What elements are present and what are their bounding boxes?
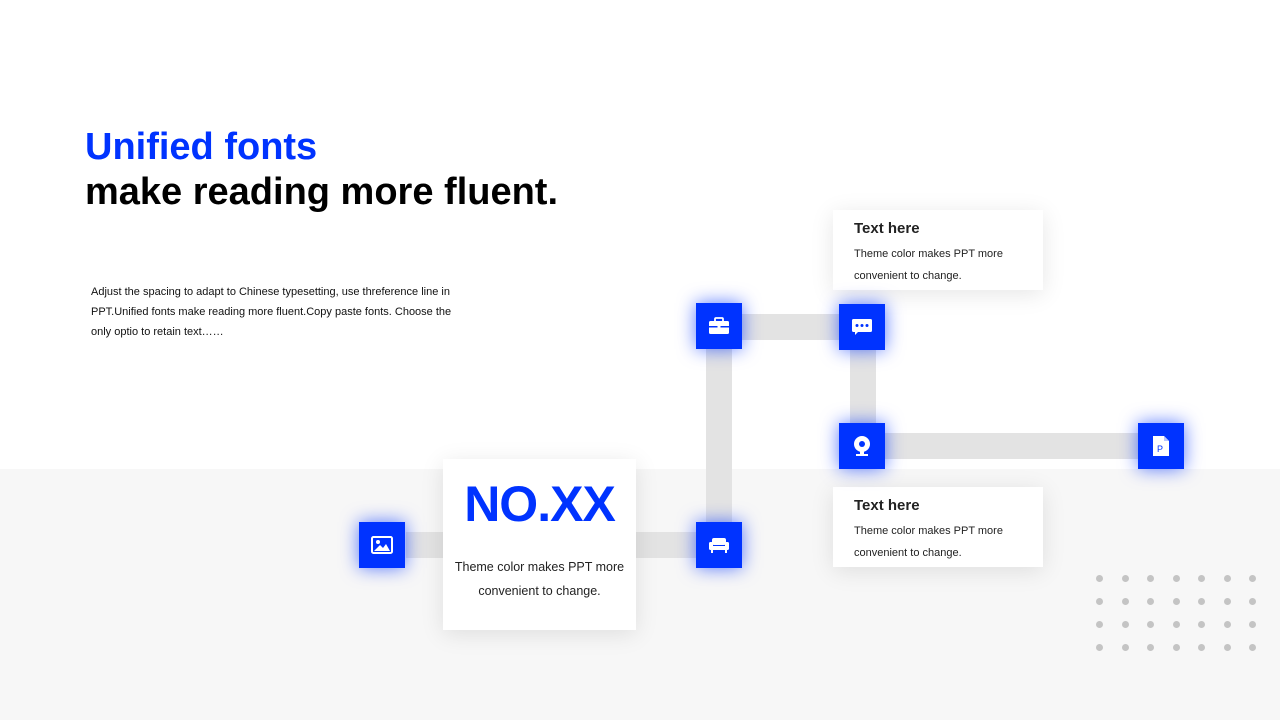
dot bbox=[1198, 575, 1205, 582]
dot bbox=[1198, 621, 1205, 628]
dot bbox=[1096, 575, 1103, 582]
dot bbox=[1096, 598, 1103, 605]
dot bbox=[1223, 644, 1231, 651]
couch-node[interactable] bbox=[696, 522, 742, 568]
dot bbox=[1121, 598, 1129, 605]
ppt-node[interactable]: P bbox=[1138, 423, 1184, 469]
card-bottom-description: Theme color makes PPT more convenient to… bbox=[854, 525, 1003, 559]
dot bbox=[1249, 621, 1256, 628]
ppt-file-icon: P bbox=[1153, 436, 1169, 456]
track-card-to-couch bbox=[630, 532, 700, 558]
dot-grid bbox=[1096, 575, 1256, 651]
dot bbox=[1147, 644, 1154, 651]
dot bbox=[1096, 644, 1103, 651]
card-bottom-title: Text here bbox=[854, 497, 920, 514]
dot bbox=[1249, 598, 1256, 605]
briefcase-node[interactable] bbox=[696, 303, 742, 349]
chat-node[interactable] bbox=[839, 304, 885, 350]
dot bbox=[1223, 621, 1231, 628]
dot bbox=[1121, 575, 1129, 582]
card-top-title: Text here bbox=[854, 220, 920, 237]
track-chat-to-webcam bbox=[850, 346, 876, 426]
dot bbox=[1096, 621, 1103, 628]
dot bbox=[1172, 621, 1180, 628]
body-paragraph: Adjust the spacing to adapt to Chinese t… bbox=[91, 286, 452, 338]
webcam-node[interactable] bbox=[839, 423, 885, 469]
main-card-description: Theme color makes PPT more convenient to… bbox=[454, 560, 625, 598]
dot bbox=[1172, 575, 1180, 582]
webcam-icon bbox=[854, 436, 870, 456]
heading-accent: Unified fonts bbox=[85, 126, 318, 168]
chat-icon bbox=[852, 319, 872, 335]
dot bbox=[1121, 621, 1129, 628]
card-bottom: Text here Theme color makes PPT more con… bbox=[833, 487, 1043, 567]
main-card-number: NO.XX bbox=[464, 476, 616, 532]
image-icon bbox=[371, 536, 393, 554]
track-briefcase-to-chat bbox=[738, 314, 844, 340]
svg-text:P: P bbox=[1157, 444, 1163, 454]
card-top: Text here Theme color makes PPT more con… bbox=[833, 210, 1043, 290]
dot bbox=[1147, 621, 1154, 628]
dot bbox=[1121, 644, 1129, 651]
couch-icon bbox=[709, 538, 729, 553]
dot bbox=[1223, 598, 1231, 605]
dot bbox=[1198, 598, 1205, 605]
heading-main: make reading more fluent. bbox=[85, 171, 559, 213]
bottom-band bbox=[0, 469, 1280, 720]
dot bbox=[1147, 598, 1154, 605]
dot bbox=[1223, 575, 1231, 582]
dot bbox=[1172, 598, 1180, 605]
dot bbox=[1249, 575, 1256, 582]
track-webcam-to-ppt bbox=[880, 433, 1142, 459]
track-image-to-card bbox=[406, 532, 448, 558]
dot bbox=[1147, 575, 1154, 582]
dot bbox=[1249, 644, 1256, 651]
image-node[interactable] bbox=[359, 522, 405, 568]
briefcase-icon bbox=[709, 317, 729, 334]
dot bbox=[1198, 644, 1205, 651]
main-card: NO.XX Theme color makes PPT more conveni… bbox=[443, 459, 636, 630]
dot bbox=[1172, 644, 1180, 651]
track-couch-to-briefcase bbox=[706, 345, 732, 525]
card-top-description: Theme color makes PPT more convenient to… bbox=[854, 248, 1003, 282]
